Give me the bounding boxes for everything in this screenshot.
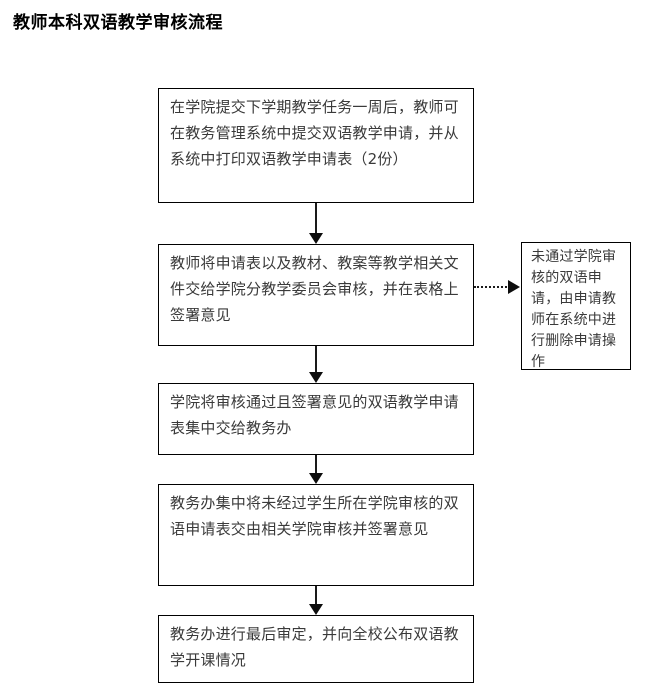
arrow-down-icon-step3-step4: [309, 473, 323, 484]
connector-step1-to-step2: [315, 203, 317, 233]
flow-node-step3: 学院将审核通过且签署意见的双语教学申请表集中交给教务办: [158, 383, 474, 455]
flow-node-step5-text: 教务办进行最后审定，并向全校公布双语教学开课情况: [170, 625, 459, 669]
connector-step2-to-note-dotted: [474, 286, 514, 288]
arrow-right-icon-step2-note: [508, 280, 520, 294]
connector-step4-to-step5: [315, 586, 317, 604]
flow-node-step5: 教务办进行最后审定，并向全校公布双语教学开课情况: [158, 615, 474, 683]
flow-node-step1-text: 在学院提交下学期教学任务一周后，教师可在教务管理系统中提交双语教学申请，并从系统…: [170, 98, 459, 168]
flow-node-note-rejected-text: 未通过学院审核的双语申请，由申请教师在系统中进行删除申请操作: [531, 249, 617, 370]
connector-step3-to-step4: [315, 455, 317, 473]
flow-node-step4: 教务办集中将未经过学生所在学院审核的双语申请表交由相关学院审核并签署意见: [158, 484, 474, 586]
arrow-down-icon-step2-step3: [309, 372, 323, 383]
flow-node-step1: 在学院提交下学期教学任务一周后，教师可在教务管理系统中提交双语教学申请，并从系统…: [158, 88, 474, 203]
flow-node-step3-text: 学院将审核通过且签署意见的双语教学申请表集中交给教务办: [170, 393, 459, 437]
flow-node-step2-text: 教师将申请表以及教材、教案等教学相关文件交给学院分教学委员会审核，并在表格上签署…: [170, 254, 459, 324]
flow-node-step2: 教师将申请表以及教材、教案等教学相关文件交给学院分教学委员会审核，并在表格上签署…: [158, 244, 474, 346]
connector-step2-to-step3: [315, 346, 317, 372]
arrow-down-icon-step4-step5: [309, 604, 323, 615]
flow-node-note-rejected: 未通过学院审核的双语申请，由申请教师在系统中进行删除申请操作: [521, 242, 631, 370]
flow-node-step4-text: 教务办集中将未经过学生所在学院审核的双语申请表交由相关学院审核并签署意见: [170, 494, 459, 538]
page-title: 教师本科双语教学审核流程: [13, 13, 223, 33]
arrow-down-icon-step1-step2: [309, 233, 323, 244]
